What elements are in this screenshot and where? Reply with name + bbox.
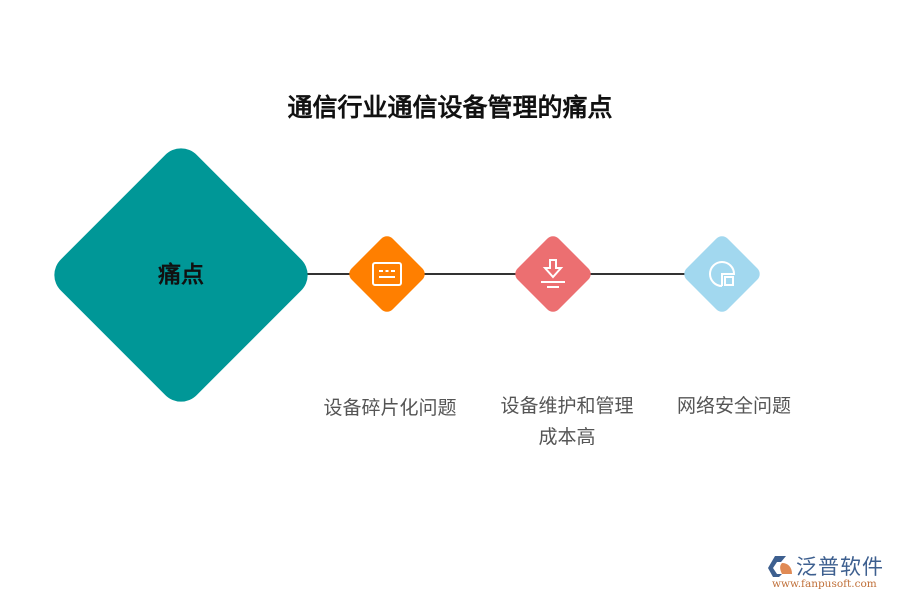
watermark-logo: 泛普软件 www.fanpusoft.com [768,551,893,596]
message-box-icon [372,262,402,286]
node-label-line: 成本高 [538,426,596,448]
node-device-fragmentation [345,232,429,316]
fanpu-logo-icon [768,556,792,577]
watermark-brand: 泛普软件 [796,555,884,579]
diagram-title: 通信行业通信设备管理的痛点 [287,93,613,122]
download-icon [541,259,565,288]
watermark-url: www.fanpusoft.com [772,578,877,590]
node-label-device-fragmentation: 设备碎片化问题 [323,397,457,419]
node-maintenance-cost [511,232,595,316]
node-label-network-security: 网络安全问题 [676,395,791,417]
pie-chart-square-icon [709,261,736,287]
node-network-security [680,232,764,316]
node-label-line: 设备维护和管理 [500,395,634,417]
center-label: 痛点 [158,262,204,288]
node-label-maintenance-cost: 设备维护和管理 成本高 [478,391,656,453]
center-node: 痛点 [45,139,317,411]
